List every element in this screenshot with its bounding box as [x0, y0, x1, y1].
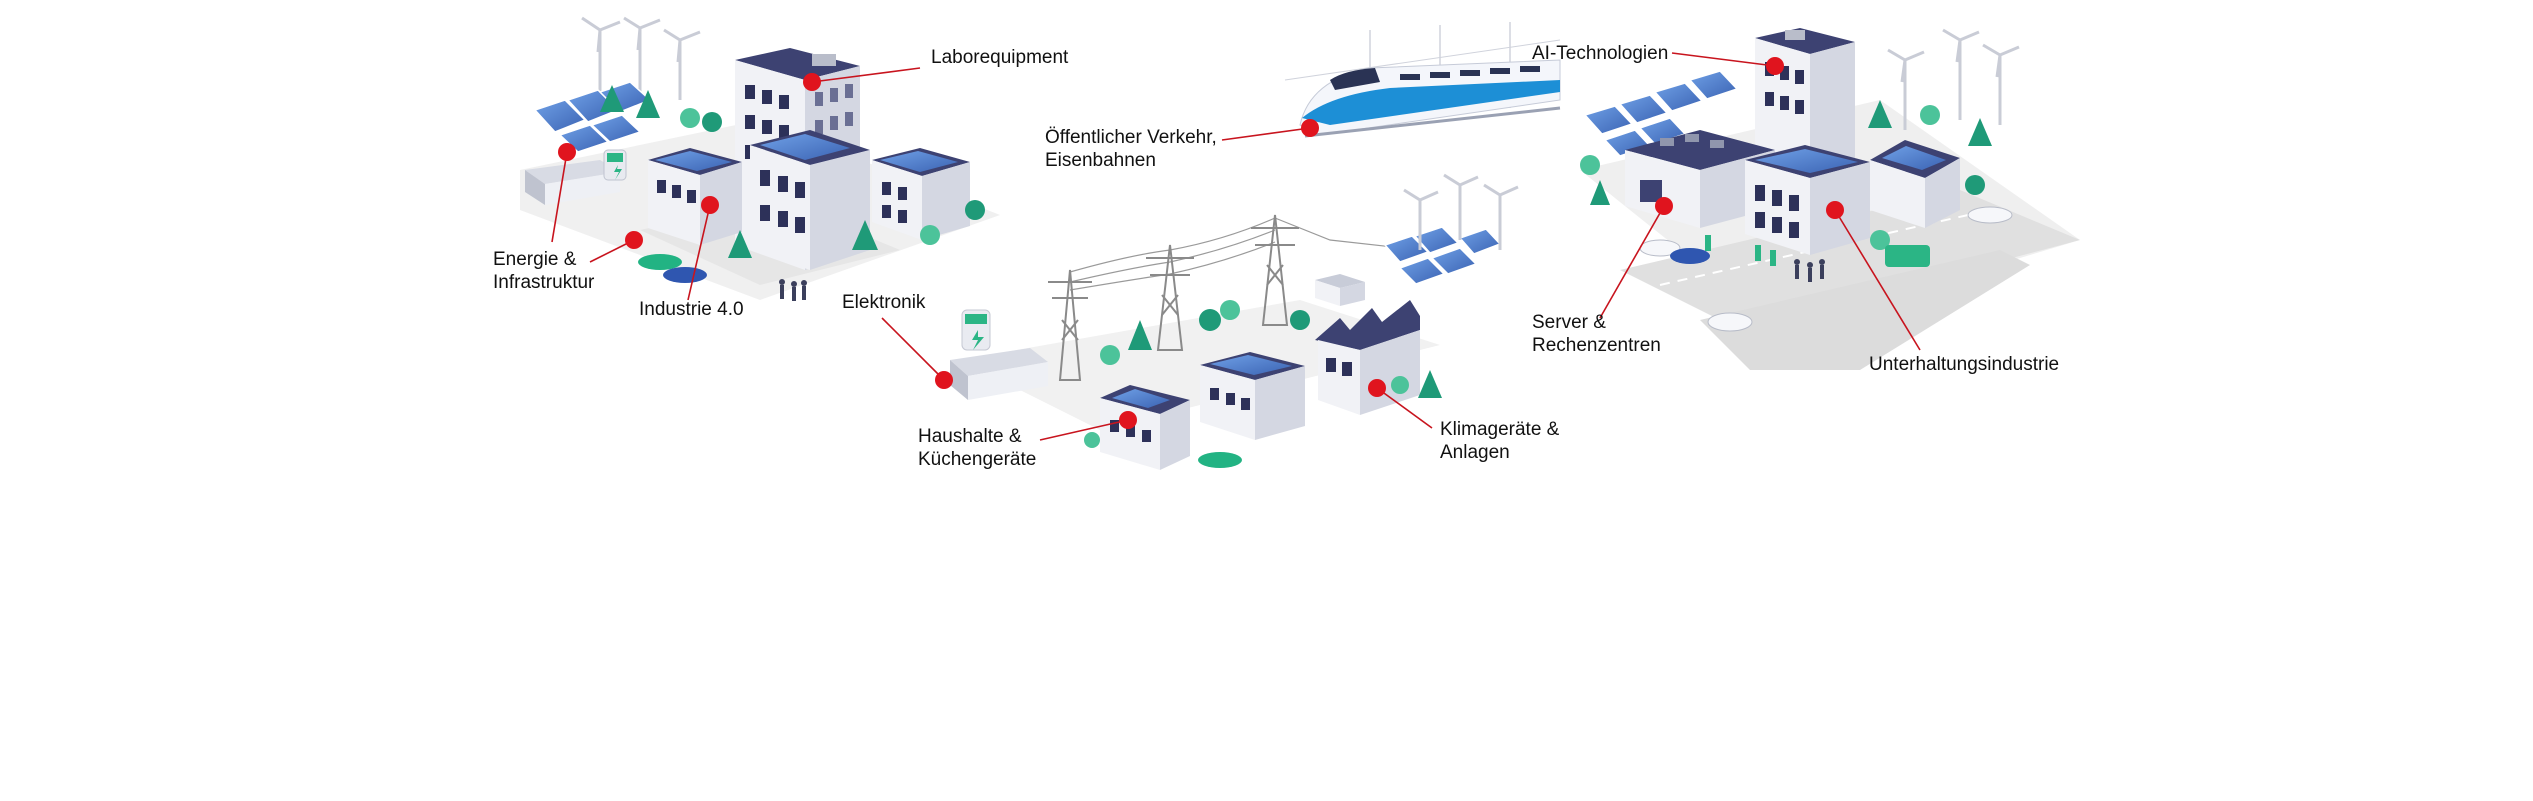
- marker-haushalte: [1119, 411, 1137, 429]
- tree-icon: [600, 85, 985, 258]
- marker-server: [1655, 197, 1673, 215]
- tree-icon: [1084, 300, 1442, 448]
- substation-building: [1315, 274, 1365, 306]
- label-haushalte: Haushalte & Küchengeräte: [918, 425, 1036, 471]
- leader-server: [1599, 205, 1665, 319]
- leader-haushalte: [1039, 419, 1129, 441]
- callout-markers: [558, 57, 1844, 429]
- label-haushalte-line2: Küchengeräte: [918, 449, 1037, 470]
- label-verkehr-line1: Öffentlicher Verkehr,: [1045, 127, 1217, 148]
- label-unterhaltung: Unterhaltungsindustrie: [1869, 353, 2059, 376]
- label-server: Server & Rechenzentren: [1532, 311, 1661, 357]
- solar-panel-icon: [533, 81, 652, 153]
- entertainment-building: [1745, 145, 1870, 255]
- leader-industrie: [687, 204, 711, 301]
- car-icon: [1639, 206, 2013, 332]
- marker-energie-2: [625, 231, 643, 249]
- power-pylon-icon: [1048, 214, 1299, 381]
- label-industrie-text: Industrie 4.0: [639, 299, 744, 320]
- label-industrie: Industrie 4.0: [639, 298, 744, 321]
- office-building: [648, 148, 742, 245]
- power-line: [1069, 217, 1421, 291]
- label-klima-line1: Klimageräte &: [1440, 419, 1560, 440]
- marker-verkehr: [1301, 119, 1319, 137]
- label-klima-line2: Anlagen: [1440, 442, 1510, 463]
- house-building: [1870, 140, 1960, 228]
- people-icon: [1794, 259, 1825, 282]
- label-klima: Klimageräte & Anlagen: [1440, 418, 1559, 464]
- car-icon: [1198, 452, 1242, 468]
- marker-industrie: [701, 196, 719, 214]
- label-ai: AI-Technologien: [1532, 42, 1668, 65]
- road: [1700, 250, 2030, 370]
- ev-charger-icon: [1705, 235, 1776, 266]
- train-illustration: [1284, 22, 1561, 138]
- leader-laborequipment: [811, 67, 921, 83]
- label-energie-line1: Energie &: [493, 249, 577, 270]
- battery-storage-icon: [950, 309, 1048, 400]
- label-haushalte-line1: Haushalte &: [918, 426, 1022, 447]
- marker-laborequipment: [803, 73, 821, 91]
- wind-turbine-icon: [581, 16, 701, 100]
- ai-tower-building: [1755, 28, 1855, 175]
- leader-ai: [1671, 52, 1776, 67]
- leader-klima: [1376, 387, 1433, 429]
- label-energie-line2: Infrastruktur: [493, 272, 595, 293]
- office-building: [1200, 352, 1305, 440]
- marker-energie: [558, 143, 576, 161]
- label-unterhaltung-text: Unterhaltungsindustrie: [1869, 354, 2060, 375]
- wind-turbine-icon: [1403, 173, 1519, 250]
- small-building: [872, 148, 970, 240]
- label-energie-infrastruktur: Energie & Infrastruktur: [493, 248, 594, 294]
- label-elektronik: Elektronik: [842, 291, 925, 314]
- label-server-line1: Server &: [1532, 312, 1606, 333]
- label-laborequipment-text: Laborequipment: [931, 47, 1069, 68]
- label-elektronik-text: Elektronik: [842, 292, 926, 313]
- label-server-line2: Rechenzentren: [1532, 335, 1661, 356]
- marker-klima: [1368, 379, 1386, 397]
- label-laborequipment: Laborequipment: [931, 46, 1068, 69]
- road: [1620, 190, 2080, 330]
- battery-storage-icon: [525, 149, 627, 205]
- label-verkehr: Öffentlicher Verkehr, Eisenbahnen: [1045, 126, 1217, 172]
- wind-turbine-icon: [1887, 28, 2020, 130]
- house-building: [1100, 385, 1190, 470]
- car-icon: [638, 254, 707, 283]
- leader-energie: [551, 151, 568, 243]
- marker-ai: [1766, 57, 1784, 75]
- leader-elektronik: [881, 317, 945, 381]
- marker-unterhaltung: [1826, 201, 1844, 219]
- tree-icon: [1580, 100, 1992, 250]
- factory-building: [750, 130, 870, 270]
- callout-leaders: [551, 52, 1921, 441]
- people-icon: [779, 279, 807, 301]
- leader-verkehr: [1221, 127, 1311, 141]
- solar-panel-icon: [1383, 226, 1502, 285]
- residential-grid-cluster: [950, 173, 1519, 470]
- label-verkehr-line2: Eisenbahnen: [1045, 150, 1156, 171]
- label-ai-text: AI-Technologien: [1532, 43, 1669, 64]
- marker-elektronik: [935, 371, 953, 389]
- leader-unterhaltung: [1834, 209, 1921, 351]
